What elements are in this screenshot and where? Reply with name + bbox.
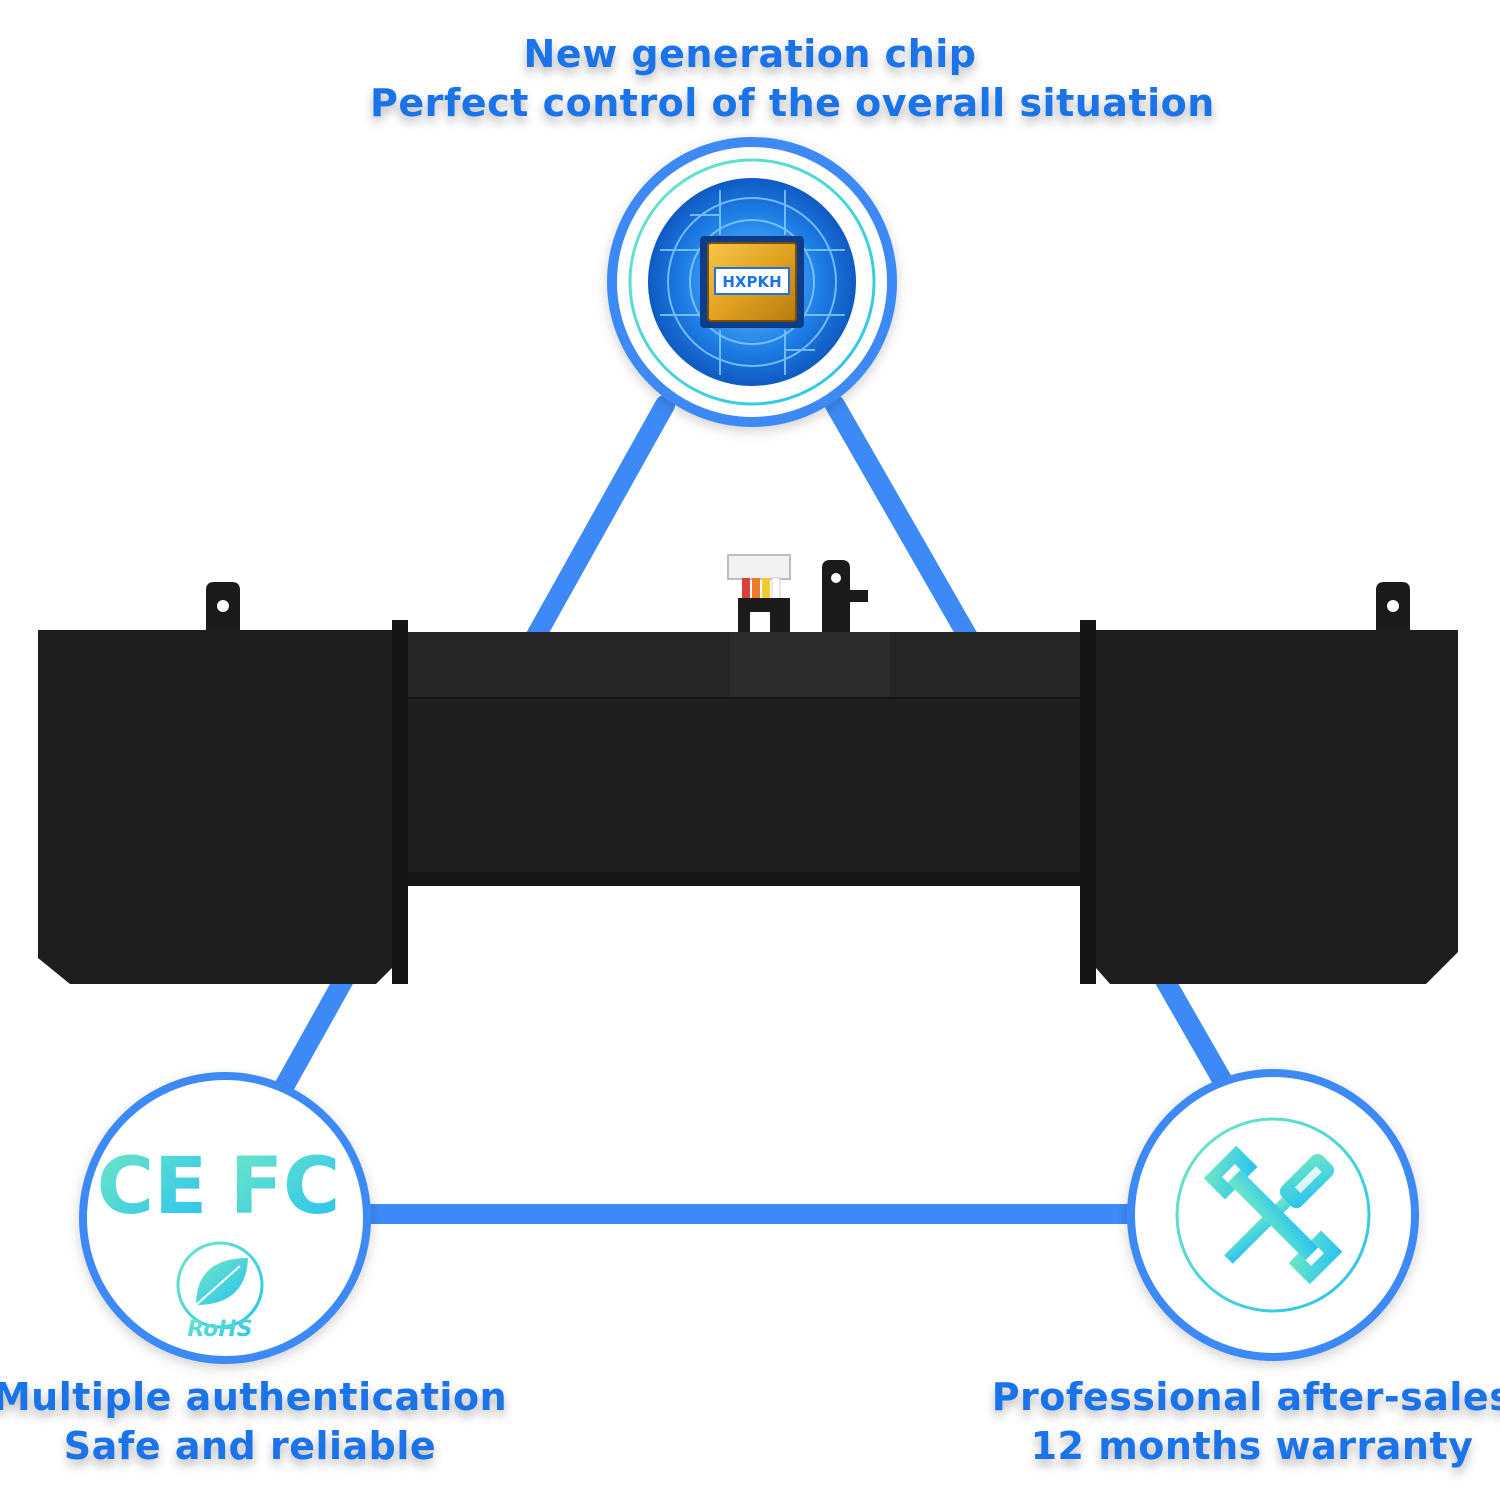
battery-mount-tabs: [206, 560, 1410, 640]
chip-badge: HXPKH: [607, 137, 897, 427]
tools-icon: [1203, 1145, 1343, 1285]
warranty-caption-line2: 12 months warranty: [1030, 1424, 1474, 1468]
chip-label: HXPKH: [722, 273, 781, 291]
fcc-mark: FC: [230, 1142, 341, 1232]
rohs-label: RoHS: [187, 1317, 252, 1342]
ce-mark: CE: [97, 1142, 208, 1232]
chip-caption: New generation chip Perfect control of t…: [370, 30, 1215, 128]
warranty-caption: Professional after-sales 12 months warra…: [872, 1373, 1500, 1471]
certification-caption: Multiple authentication Safe and reliabl…: [0, 1373, 630, 1471]
rohs-leaf-icon: [176, 1241, 264, 1329]
chip-icon: HXPKH: [700, 236, 804, 328]
battery-image: [38, 554, 1458, 984]
certification-icon: CE FC RoHS: [97, 1142, 341, 1342]
chip-caption-line2: Perfect control of the overall situation: [370, 81, 1215, 125]
warranty-badge: [1127, 1069, 1419, 1361]
warranty-caption-line1: Professional after-sales: [991, 1375, 1500, 1419]
battery-cell-right: [1096, 630, 1458, 984]
circuit-pattern: [660, 190, 845, 375]
battery-connector: [727, 554, 791, 640]
certification-badge: CE FC RoHS: [79, 1072, 371, 1364]
chip-caption-line1: New generation chip: [523, 32, 977, 76]
battery-cell-left: [38, 630, 392, 984]
certification-caption-line2: Safe and reliable: [63, 1424, 437, 1468]
certification-caption-line1: Multiple authentication: [0, 1375, 508, 1419]
